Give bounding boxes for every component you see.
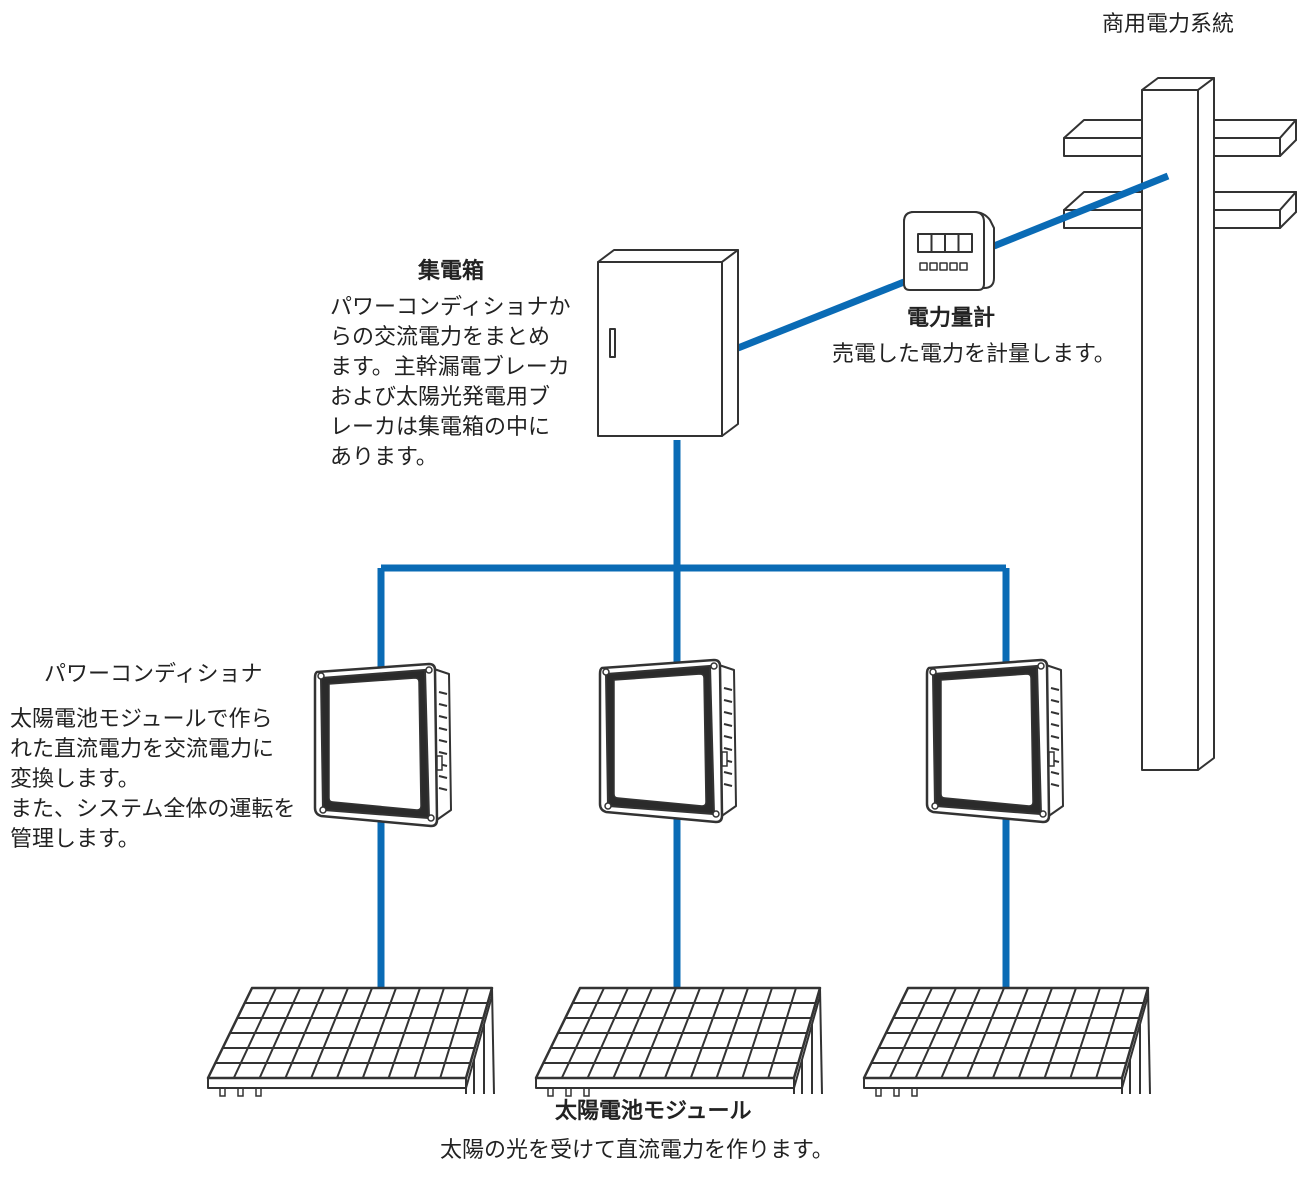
meter-title: 電力量計 <box>907 306 996 331</box>
power-conditioner-description-line: 太陽電池モジュールで作ら <box>10 707 273 732</box>
meter-dials <box>930 234 973 252</box>
junction-box-description-line: パワーコンディショナか <box>330 295 571 320</box>
wire-box-to-meter <box>736 278 906 352</box>
solar-panel-left <box>206 986 495 1097</box>
junction-box-description-line: および太陽光発電用ブ <box>330 385 551 410</box>
power-conditioner-description-line: 管理します。 <box>10 827 140 852</box>
solar-panel-middle <box>534 986 823 1097</box>
junction-box-description-line: らの交流電力をまとめ <box>330 325 551 350</box>
utility-pole <box>1063 77 1297 771</box>
power-conditioner-title: パワーコンディショナ <box>44 662 263 687</box>
junction-box-handle <box>609 328 616 358</box>
junction-box-description: パワーコンディショナか らの交流電力をまとめ ます。主幹漏電ブレーカ および太陽… <box>330 293 570 473</box>
power-conditioner-middle <box>598 658 737 824</box>
junction-box-description-line: あります。 <box>330 445 438 470</box>
power-conditioner-description-line: また、システム全体の運転を <box>10 797 296 822</box>
solar-module-description: 太陽の光を受けて直流電力を作ります。 <box>440 1138 834 1163</box>
junction-box-description-line: ます。主幹漏電ブレーカ <box>330 355 570 380</box>
wiring <box>377 172 1170 820</box>
solar-panel-right <box>862 986 1151 1097</box>
power-conditioner-right <box>925 658 1064 824</box>
solar-module-title: 太陽電池モジュール <box>555 1099 752 1124</box>
power-conditioner-description-line: れた直流電力を交流電力に <box>10 737 275 762</box>
junction-box <box>597 249 739 437</box>
junction-box-title: 集電箱 <box>418 259 485 284</box>
meter-buttons <box>919 262 968 271</box>
meter-description: 売電した電力を計量します。 <box>832 342 1116 367</box>
electricity-meter <box>903 211 995 291</box>
wire-meter-to-grid <box>992 172 1170 250</box>
grid-label: 商用電力系統 <box>1102 12 1235 37</box>
power-conditioner-left <box>313 662 452 828</box>
power-conditioner-description: 太陽電池モジュールで作ら れた直流電力を交流電力に 変換します。 また、システム… <box>10 705 295 855</box>
power-conditioner-description-line: 変換します。 <box>10 767 140 792</box>
junction-box-description-line: レーカは集電箱の中に <box>330 415 551 440</box>
